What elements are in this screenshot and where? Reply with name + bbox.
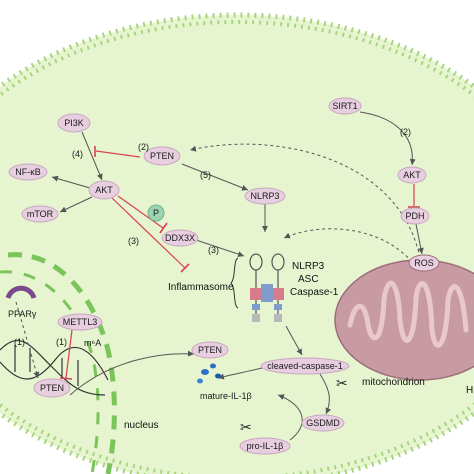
p-badge-label: P: [153, 208, 159, 218]
node-mettl3: METTL3: [57, 313, 103, 331]
ppar-label: PPARγ: [8, 309, 37, 319]
sirt1-label: SIRT1: [332, 101, 357, 111]
pten-nuc-label: PTEN: [40, 383, 64, 393]
arrow-pten-nlrp3: [181, 163, 249, 191]
nucleus-boundary: [7, 252, 117, 474]
step-2-right: (2): [400, 127, 411, 137]
node-gsdmd: GSDMD: [301, 414, 345, 432]
nfkb-label: NF-κB: [15, 167, 41, 177]
node-pten-top: PTEN: [143, 146, 181, 166]
step-3-left: (3): [128, 236, 139, 246]
node-pi3k: PI3K: [57, 113, 91, 133]
node-akt-left: AKT: [88, 180, 120, 200]
ddx3x-label: DDX3X: [165, 233, 195, 243]
step-1-a: (1): [14, 337, 25, 347]
arrow-pi3k-akt: [81, 131, 103, 181]
complex-nlrp3-label: NLRP3: [292, 261, 325, 272]
pten-cyto-label: PTEN: [198, 345, 222, 355]
inhibit-akt-inflammasome: [111, 197, 186, 269]
node-nlrp3: NLRP3: [244, 187, 286, 205]
arrow-pten-export: [69, 350, 195, 396]
complex-asc-label: ASC: [298, 274, 319, 285]
node-akt-right: AKT: [397, 166, 427, 184]
arrow-pro-mature: [277, 394, 303, 441]
inflammasome-complex-glyph: [230, 253, 285, 322]
step-4: (4): [72, 149, 83, 159]
node-cleaved-caspase: cleaved-caspase-1: [260, 357, 350, 375]
il1b-particles: [197, 363, 221, 384]
complex-caspase-label: Caspase-1: [290, 287, 339, 298]
node-pro-il1b: pro-IL-1β: [239, 437, 291, 455]
arrow-ros-pten: [189, 143, 421, 259]
mtor-label: mTOR: [27, 209, 54, 219]
mettl3-label: METTL3: [63, 317, 98, 327]
step-2-left: (2): [138, 142, 149, 152]
inhibit-akt-ddx3x: [117, 195, 164, 229]
nucleus-label: nucleus: [124, 420, 158, 431]
mature-il1b-label: mature-IL-1β: [200, 391, 252, 401]
scissors-icon-2: ✂: [240, 420, 252, 436]
step-3-mid: (3): [208, 245, 219, 255]
inhibit-mettl3-pten: [65, 329, 73, 379]
akt-left-label: AKT: [95, 185, 113, 195]
step-5: (5): [200, 170, 211, 180]
pdh-label: PDH: [405, 211, 424, 221]
arrow-ppar-pten: [15, 301, 40, 379]
cleaved-caspase-label: cleaved-caspase-1: [267, 361, 343, 371]
arrow-akt-mtor: [59, 196, 93, 213]
pro-il1b-label: pro-IL-1β: [247, 441, 284, 451]
arrow-pdh-ros: [415, 223, 424, 255]
node-p-badge: P: [147, 204, 165, 222]
arrow-cleaved-gsdmd: [319, 373, 332, 415]
node-nfkb: NF-κB: [8, 163, 48, 181]
gsdmd-label: GSDMD: [306, 418, 340, 428]
arrow-complex-cleaved: [285, 325, 303, 356]
scissors-icon: ✂: [336, 376, 348, 392]
ppar-glyph: [5, 285, 37, 300]
ros-label: ROS: [414, 258, 434, 268]
node-pten-cyto: PTEN: [191, 341, 229, 359]
m6a-label: m⁶A: [84, 338, 101, 348]
node-sirt1: SIRT1: [328, 97, 362, 115]
pi3k-label: PI3K: [64, 118, 84, 128]
akt-right-label: AKT: [403, 170, 421, 180]
node-mtor: mTOR: [21, 205, 59, 223]
node-pdh: PDH: [400, 207, 430, 225]
arrow-akt-nfkb: [51, 175, 91, 189]
arrow-sirt1-akt: [359, 111, 416, 166]
mitochondrion-label: mitochondrion: [362, 377, 425, 388]
cell-body: [0, 15, 474, 474]
node-pten-nuc: PTEN: [33, 378, 71, 398]
inhibit-pten-pi3k: [95, 150, 141, 158]
arrow-cleaved-mature: [217, 367, 263, 380]
dna-helix: [0, 339, 109, 396]
pten-top-label: PTEN: [150, 151, 174, 161]
nlrp3-label: NLRP3: [250, 191, 279, 201]
nucleus-boundary-inner: [0, 270, 100, 474]
inflammasome-label: Inflammasome: [168, 282, 234, 293]
node-ros: ROS: [408, 254, 440, 272]
node-ddx3x: DDX3X: [161, 229, 199, 247]
arrow-ddx3x-complex: [195, 239, 245, 257]
edge-letter-label: H: [466, 385, 473, 396]
step-1-b: (1): [56, 337, 67, 347]
